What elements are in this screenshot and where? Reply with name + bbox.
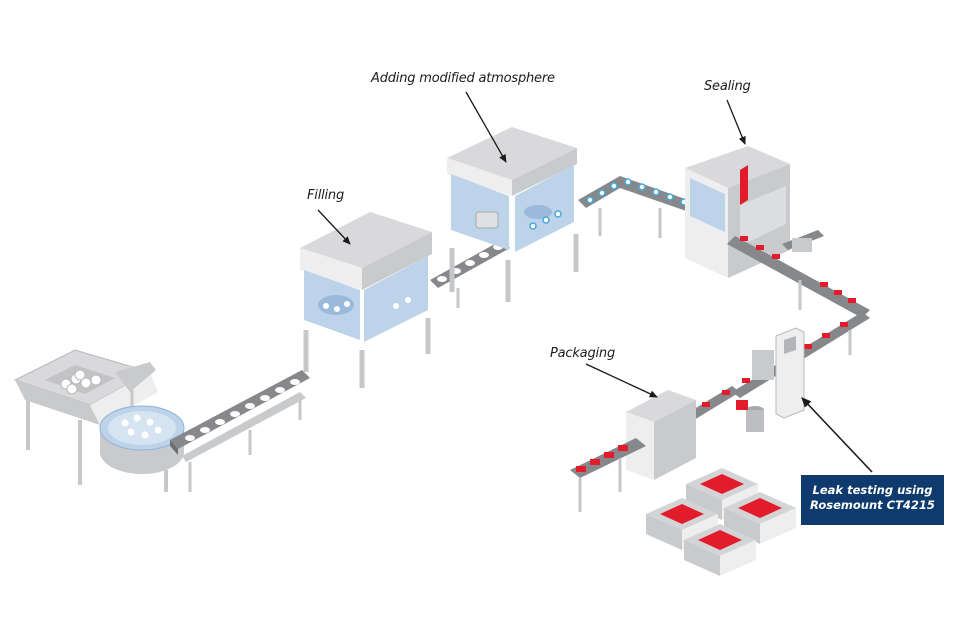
sealing-arrow (726, 99, 746, 145)
leak-test-callout-box (801, 475, 944, 525)
red-trays (702, 236, 856, 407)
crate (646, 498, 718, 550)
conveyor-containers-1 (185, 379, 300, 441)
callout-arrows (317, 91, 873, 473)
conveyor-to-sealing (578, 176, 705, 238)
table-containers (121, 414, 162, 439)
packaging-label: Packaging (550, 346, 616, 361)
sealing-label: Sealing (704, 79, 751, 94)
filling-containers (323, 297, 411, 312)
outfeed-trays (576, 445, 628, 472)
crate (684, 524, 756, 576)
hopper-containers (60, 369, 102, 395)
atmosphere-machine (447, 127, 579, 302)
atmosphere-containers (529, 210, 562, 230)
crate (724, 492, 796, 544)
shipping-crates (646, 468, 796, 576)
filling-label: Filling (307, 188, 345, 203)
leak-testing-callout: Leak testing using Rosemount CT4215 (801, 475, 944, 525)
atmosphere-label: Adding modified atmosphere (371, 71, 555, 86)
rotary-feed-table (99, 405, 185, 492)
leak-test-arrow (801, 397, 873, 473)
filling-machine (300, 212, 432, 388)
feed-hopper (13, 349, 158, 485)
filling-arrow (317, 209, 351, 245)
packaging-arrow (585, 363, 658, 398)
atmosphere-arrow (465, 91, 507, 163)
leak-testing-line2: Rosemount CT4215 (810, 498, 935, 512)
leak-testing-line1: Leak testing using (812, 483, 933, 497)
leak-tester-station (736, 327, 805, 432)
conveyor-containers-3 (586, 178, 688, 206)
conveyor-to-filling (170, 370, 310, 492)
packaging-machine (570, 390, 696, 512)
conveyor-to-atmosphere (430, 240, 510, 308)
